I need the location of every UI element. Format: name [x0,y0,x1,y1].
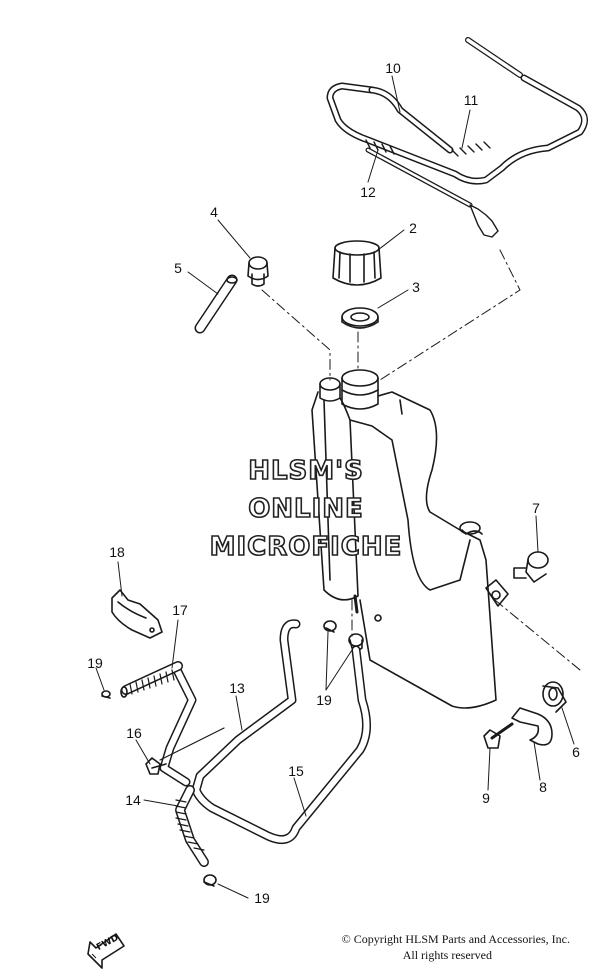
filler-cap [332,240,382,286]
copyright-line-2: All rights reserved [402,948,492,962]
callout-2: 2 [409,220,417,236]
spring-hose-upper [120,661,183,698]
callout-leaders [95,75,575,899]
leader-lines [261,289,581,671]
callout-14: 14 [125,792,141,808]
callout-11: 11 [463,92,479,108]
bolt-16 [145,757,167,775]
watermark-line-1: HLSM'S [247,456,364,486]
oil-tank [311,369,509,709]
callout-4: 4 [210,204,218,220]
callout-12: 12 [360,184,376,200]
oil-hoses [159,619,371,845]
callout-10: 10 [385,60,401,76]
spring-hose-lower [175,785,209,867]
hose-clamps-left [101,690,217,887]
bracket-set [483,681,567,749]
callout-7: 7 [532,500,540,516]
hose-fitting [247,256,269,287]
callout-9: 9 [482,790,490,806]
breather-hose-assembly [326,37,588,381]
callout-19-left: 19 [87,655,103,671]
cap-gasket [341,307,379,329]
callout-16: 16 [126,725,142,741]
callout-19-center: 19 [316,692,332,708]
callout-6: 6 [572,744,580,760]
callout-13: 13 [229,680,245,696]
forward-arrow-icon [87,933,125,969]
hose-clip [111,589,163,639]
callout-17: 17 [172,602,188,618]
callout-15: 15 [288,763,304,779]
callout-19-bottom: 19 [254,890,270,906]
short-pipe [194,274,238,334]
callout-18: 18 [109,544,125,560]
callout-8: 8 [539,779,547,795]
watermark-line-3: MICROFICHE [209,532,403,562]
callout-5: 5 [174,260,182,276]
watermark-line-2: ONLINE [247,494,364,524]
copyright-line-1: © Copyright HLSM Parts and Accessories, … [341,932,570,946]
callout-3: 3 [412,279,420,295]
